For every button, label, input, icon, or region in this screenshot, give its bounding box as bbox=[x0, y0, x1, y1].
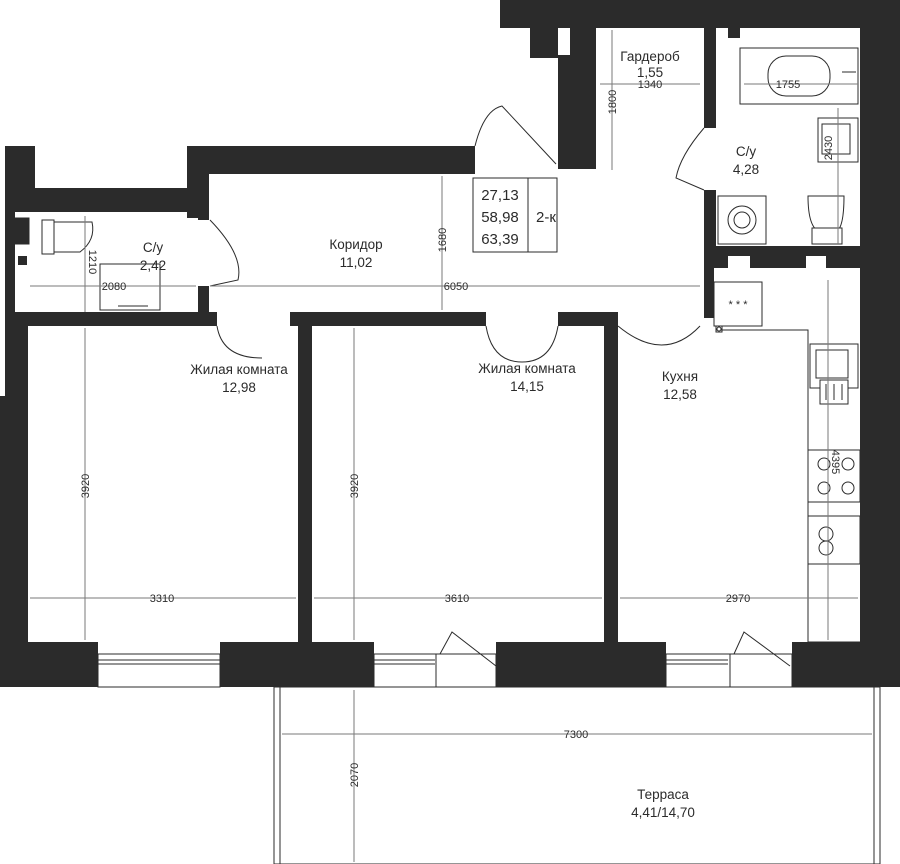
dim-corridor-height: 1680 bbox=[437, 228, 449, 252]
dim-terrace-width: 7300 bbox=[564, 729, 588, 741]
dim-small-bath-height: 1210 bbox=[86, 250, 98, 274]
area-summary: 27,13 58,98 63,39 2-к bbox=[472, 177, 558, 253]
windows bbox=[97, 631, 793, 688]
dim-kitchen-width: 2970 bbox=[726, 593, 750, 605]
bath-large-name: С/у bbox=[736, 144, 757, 159]
terrace-name: Терраса bbox=[637, 787, 689, 802]
living2-name: Жилая комната bbox=[478, 361, 576, 376]
terrace-outline bbox=[273, 686, 881, 864]
dimension-lines bbox=[30, 30, 872, 862]
stove-glyphs: * * * bbox=[729, 299, 749, 311]
dim-terrace-height: 2070 bbox=[349, 763, 361, 787]
dim-wardrobe-width: 1340 bbox=[638, 79, 662, 91]
room-labels: Гардероб 1,55 С/у 4,28 С/у 2,42 Коридор … bbox=[140, 49, 759, 820]
terrace-area: 4,41/14,70 bbox=[631, 805, 695, 820]
walls bbox=[0, 0, 900, 687]
living-area-value: 27,13 bbox=[481, 187, 519, 204]
wardrobe-area: 1,55 bbox=[637, 65, 663, 80]
bath-large-area: 4,28 bbox=[733, 162, 759, 177]
dim-bath-height: 2430 bbox=[823, 136, 835, 160]
fixtures: * * * bbox=[41, 47, 861, 643]
total-with-terrace-value: 63,39 bbox=[481, 231, 519, 248]
dim-kitchen-height: 4395 bbox=[829, 450, 841, 474]
wardrobe-name: Гардероб bbox=[620, 49, 680, 64]
dim-living1-width: 3310 bbox=[150, 593, 174, 605]
bath-small-area: 2,42 bbox=[140, 258, 166, 273]
dimension-labels: 1800 1340 1755 2430 1680 6050 1210 2080 … bbox=[80, 79, 841, 787]
dim-corridor-width: 6050 bbox=[444, 281, 468, 293]
living1-area: 12,98 bbox=[222, 380, 256, 395]
dim-living2-height: 3920 bbox=[349, 474, 361, 498]
total-area-value: 58,98 bbox=[481, 209, 519, 226]
bath-small-name: С/у bbox=[143, 240, 164, 255]
living1-name: Жилая комната bbox=[190, 362, 288, 377]
dim-small-bath-width: 2080 bbox=[102, 281, 126, 293]
corridor-area: 11,02 bbox=[340, 255, 373, 270]
dim-wardrobe-height: 1800 bbox=[607, 90, 619, 114]
apartment-type: 2-к bbox=[536, 209, 556, 226]
kitchen-name: Кухня bbox=[662, 369, 698, 384]
dim-bath-width: 1755 bbox=[776, 79, 800, 91]
corridor-name: Коридор bbox=[329, 237, 382, 252]
dim-living1-height: 3920 bbox=[80, 474, 92, 498]
doors bbox=[209, 105, 705, 363]
kitchen-area: 12,58 bbox=[663, 387, 697, 402]
dim-living2-width: 3610 bbox=[445, 593, 469, 605]
living2-area: 14,15 bbox=[510, 379, 544, 394]
